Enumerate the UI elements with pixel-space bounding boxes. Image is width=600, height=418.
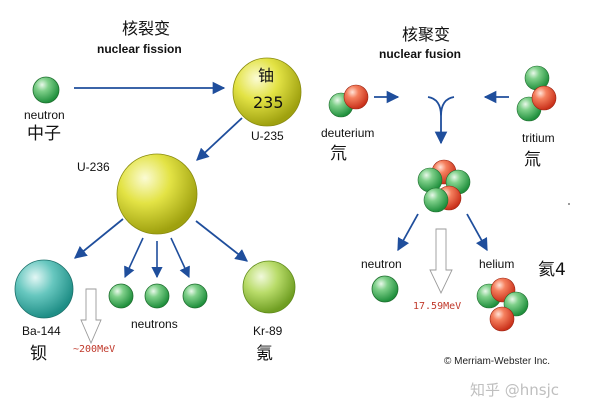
neutrons-label: neutrons	[131, 317, 178, 331]
arrow-to-neutron-1	[124, 237, 144, 279]
tritium-label: tritium	[522, 131, 555, 145]
fusion-neutron	[371, 275, 399, 303]
fission-title-en: nuclear fission	[97, 42, 182, 56]
fission-energy-arrow	[80, 288, 102, 345]
u235-nucleus	[232, 57, 302, 127]
neutron-cn-label: 中子	[27, 124, 61, 144]
deuterium-nucleus	[328, 84, 369, 118]
arrow-u235-to-u236	[196, 117, 243, 161]
kr89-cn-label: 氪	[256, 344, 273, 364]
kr89-nucleus	[242, 260, 296, 314]
deuterium-label: deuterium	[321, 126, 375, 140]
u236-nucleus	[116, 153, 198, 235]
arrow-to-ba144	[74, 218, 124, 259]
tritium-nucleus	[516, 65, 557, 122]
fusion-title-en: nuclear fusion	[379, 47, 462, 61]
u235-element-label: 铀	[258, 66, 275, 85]
arrow-to-neutron-3	[170, 237, 190, 279]
fusion-energy-label: 17.59MeV	[413, 301, 462, 312]
ba144-label: Ba-144	[22, 324, 61, 338]
watermark: 知乎 @hnsjc	[470, 381, 560, 399]
compound-nucleus	[417, 159, 471, 213]
u236-label: U-236	[77, 160, 110, 174]
helium-label: helium	[479, 257, 515, 271]
neutron-label: neutron	[24, 108, 65, 122]
helium-nucleus	[476, 277, 529, 332]
copyright-credit: © Merriam-Webster Inc.	[444, 356, 551, 367]
deuterium-cn-label: 氘	[330, 144, 347, 164]
fission-neutron-1	[108, 283, 134, 309]
tritium-cn-label: 氚	[524, 150, 541, 170]
arrow-to-fusion-neutron	[397, 213, 419, 252]
fission-title-cn: 核裂变	[122, 19, 171, 38]
stray-dot	[568, 203, 570, 205]
fission-neutron-3	[182, 283, 208, 309]
incoming-neutron	[32, 76, 60, 104]
fission-neutron-2	[144, 283, 170, 309]
arrow-to-helium	[466, 213, 488, 252]
arrow-to-kr89	[195, 220, 248, 262]
kr89-label: Kr-89	[253, 324, 283, 338]
fusion-title-cn: 核聚变	[402, 25, 451, 44]
u235-label: U-235	[251, 129, 284, 143]
u235-mass-label: 235	[253, 93, 284, 112]
fission-energy-label: ~200MeV	[73, 344, 116, 355]
fusion-neutron-label: neutron	[361, 257, 402, 271]
fusion-energy-arrow	[429, 228, 453, 295]
fusion-merge-curves	[427, 96, 455, 117]
ba144-nucleus	[14, 259, 74, 319]
helium-cn-label: 氦4	[538, 260, 566, 280]
ba144-cn-label: 钡	[30, 344, 47, 364]
